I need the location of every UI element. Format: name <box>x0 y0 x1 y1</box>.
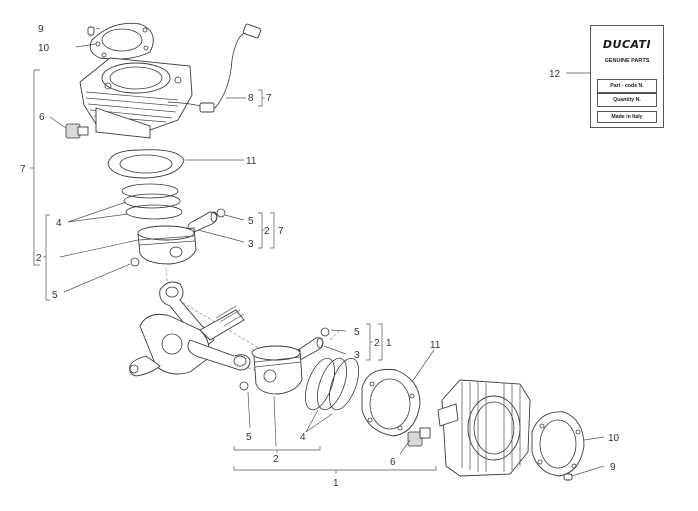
callout-2-right-top: 2 <box>264 226 270 237</box>
connecting-rod-lower <box>187 339 251 371</box>
base-gasket-upper <box>107 149 185 179</box>
part-code-field: Part - code N. <box>597 79 657 93</box>
circlip-upper-right <box>216 208 226 218</box>
callout-6-lower: 6 <box>390 457 396 468</box>
callout-6-top: 6 <box>39 112 45 123</box>
callout-7-right-mid: 7 <box>278 226 284 237</box>
callout-10-top: 10 <box>38 43 50 54</box>
circlip-lower-right <box>320 327 330 337</box>
callout-12: 12 <box>549 69 561 80</box>
head-gasket-lower <box>531 411 585 477</box>
callout-9-top: 9 <box>38 24 44 35</box>
quantity-field: Quantity N. <box>597 93 657 107</box>
temperature-sensor-cable <box>167 23 262 113</box>
cylinder-lower <box>437 379 531 477</box>
piston-lower <box>251 345 303 395</box>
ducati-logo: DUCATI <box>602 38 652 51</box>
callout-1-bottom: 1 <box>333 478 339 489</box>
piston-rings-lower <box>305 357 359 411</box>
callout-2-right-lower: 2 <box>374 338 380 349</box>
callout-7-left: 7 <box>20 164 26 175</box>
callout-4-bottom: 4 <box>300 432 306 443</box>
piston-rings-upper <box>121 183 183 220</box>
callout-4-top: 4 <box>56 218 62 229</box>
genuine-parts-label: DUCATI GENUINE PARTS Part - code N. Quan… <box>590 25 664 128</box>
callout-8: 8 <box>248 93 254 104</box>
made-in-italy-field: Made in Italy <box>597 111 657 123</box>
circlip-lower-left <box>239 381 249 391</box>
callout-11-lower: 11 <box>430 340 441 351</box>
callout-7-right-top: 7 <box>266 93 272 104</box>
circlip-upper-left <box>130 257 140 267</box>
callout-3-lower: 3 <box>354 350 360 361</box>
callout-2-bottom: 2 <box>273 454 279 465</box>
callout-1-right: 1 <box>386 338 392 349</box>
piston-pin-upper <box>187 211 218 233</box>
callout-10-lower: 10 <box>608 433 620 444</box>
callout-11-top: 11 <box>246 156 257 167</box>
callout-5-top: 5 <box>248 216 254 227</box>
piston-upper <box>137 225 197 265</box>
base-gasket-lower <box>361 368 421 437</box>
callout-5-left: 5 <box>52 290 58 301</box>
callout-2-left: 2 <box>36 253 42 264</box>
callout-3-top: 3 <box>248 239 254 250</box>
genuine-parts-title: GENUINE PARTS <box>604 58 650 64</box>
oil-fitting-lower <box>407 427 431 447</box>
callout-9-lower: 9 <box>610 462 616 473</box>
oil-fitting-upper <box>65 123 89 139</box>
crankshaft <box>129 305 245 377</box>
cylinder-upper <box>79 57 193 139</box>
dowel-pin-top <box>87 26 95 36</box>
callout-5-bottom: 5 <box>246 432 252 443</box>
dowel-pin-lower <box>563 473 573 481</box>
callout-5-lower: 5 <box>354 327 360 338</box>
head-gasket-top <box>89 22 154 60</box>
